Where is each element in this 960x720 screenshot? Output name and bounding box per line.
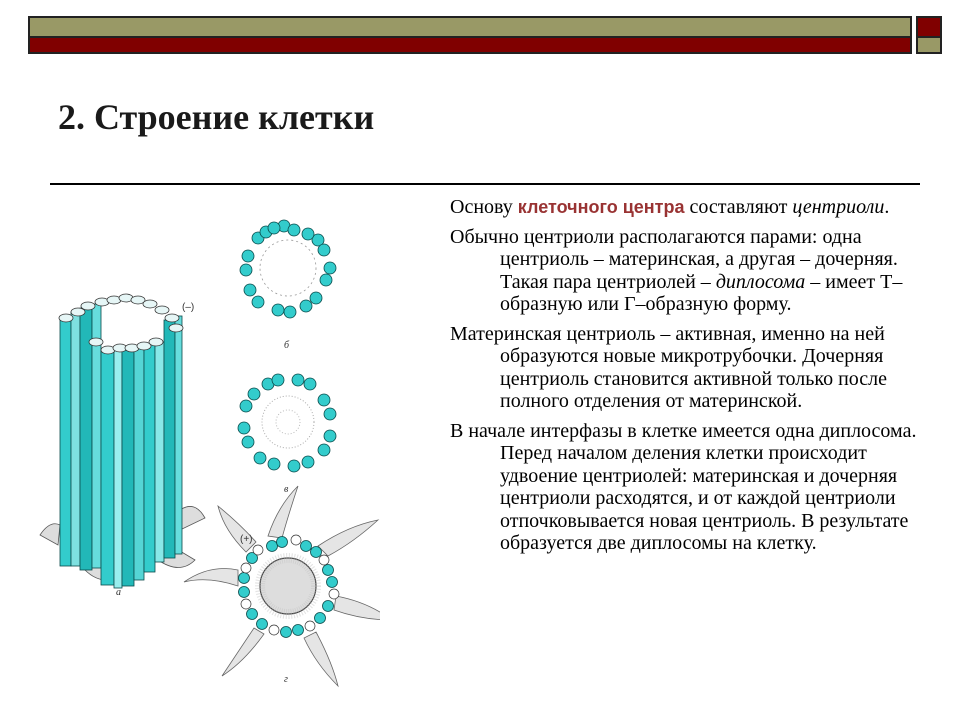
- paragraph-3: Материнская центриоль – активная, именно…: [450, 322, 888, 413]
- centriole-cross-section-v: в: [237, 373, 337, 495]
- centriole-cross-section-g: (+) г: [183, 485, 394, 688]
- p1-text-b: составляют: [684, 196, 793, 218]
- p1-text-a: Основу: [450, 196, 518, 218]
- paragraph-4: В начале интерфазы в клетке имеется одна…: [450, 419, 917, 555]
- header-maroon-bar: [28, 38, 912, 54]
- minus-end-label: (–): [182, 302, 194, 313]
- centriole-cylinder: (–) а: [39, 293, 206, 598]
- centriole-cross-section-b: б: [239, 219, 337, 351]
- header-corner-olive: [916, 38, 942, 54]
- p2-text-b: – имеет Т–образную или Г–образную форму.: [500, 270, 903, 316]
- label-b: б: [284, 340, 290, 351]
- p1-highlight: клеточного центра: [517, 197, 685, 217]
- p2-text-a: Обычно центриоли располагаются парами: о…: [450, 225, 898, 293]
- label-v: в: [284, 484, 289, 495]
- paragraph-1: Основу клеточного центра составляют цент…: [450, 196, 935, 219]
- header-olive-bar: [28, 16, 912, 38]
- title-divider: [50, 183, 920, 185]
- p1-italic: центриоли: [792, 196, 885, 218]
- plus-end-label: (+): [240, 534, 253, 545]
- text-body: Основу клеточного центра составляют цент…: [450, 196, 935, 562]
- slide-title: 2. Строение клетки: [58, 97, 375, 137]
- header-corner-maroon: [916, 16, 942, 38]
- p2-italic: диплосома: [715, 270, 806, 293]
- centriole-figure: (–) а б: [30, 200, 394, 700]
- label-g: г: [284, 674, 288, 685]
- paragraph-2: Обычно центриоли располагаются парами: о…: [450, 226, 935, 316]
- centriole-illustration: (–) а б: [39, 219, 394, 688]
- label-a: а: [116, 587, 121, 598]
- p1-text-c: .: [884, 196, 890, 218]
